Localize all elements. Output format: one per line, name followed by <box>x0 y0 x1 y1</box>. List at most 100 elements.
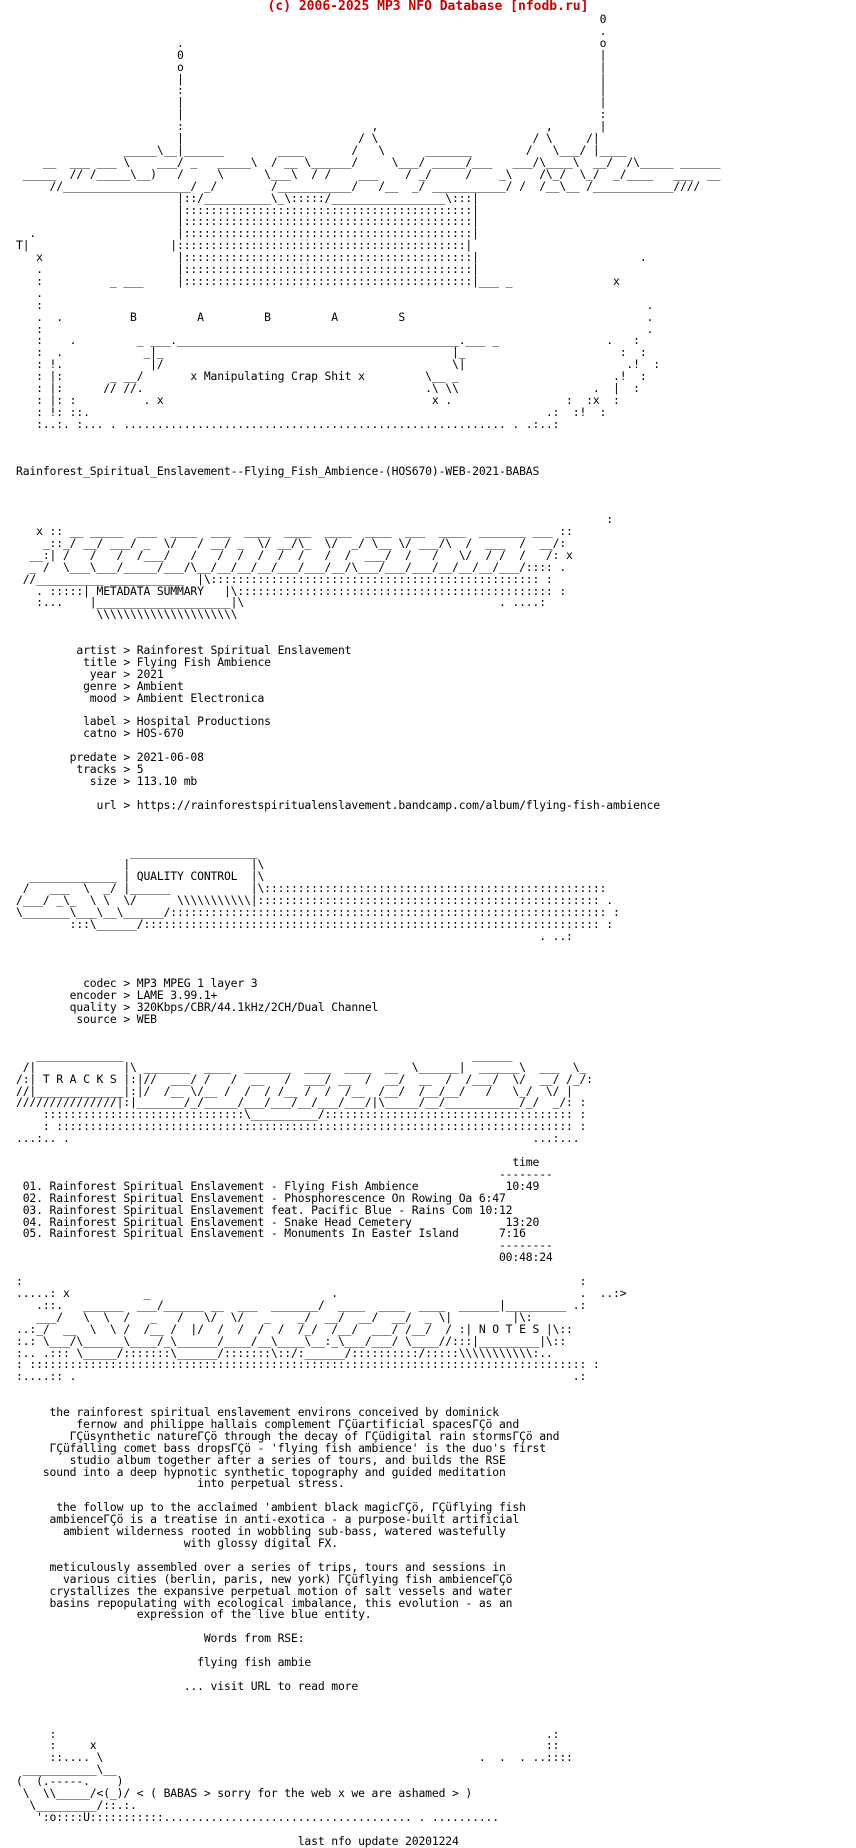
nfo-line <box>16 943 720 955</box>
nfo-line: \_______\___\__\______/:::::::::::::::::… <box>16 904 620 919</box>
nfo-line: 05. Rainforest Spiritual Enslavement - M… <box>16 1226 526 1241</box>
nfo-line: ..:_/ __ \ \ / /__ / |/ / / / / /_/ /__/… <box>16 1321 573 1336</box>
nfo-line: x |:::::::::::::::::::::::::::::::::::::… <box>16 250 647 265</box>
nfo-line: |::/__________\_\:::::/_________________… <box>16 190 479 205</box>
nfo-line: \\\\\\\\\\\\\\\\\\\\\ <box>16 607 238 622</box>
nfo-line: encoder > LAME 3.99.1+ <box>16 988 218 1003</box>
nfo-line: : <box>16 512 613 527</box>
nfo-line: /___/ _\_ \ \ \/ \\\\\\\\\\\|:::::::::::… <box>16 893 613 908</box>
nfo-line: /| |\ _______ ____ _______ ____ ____ __ … <box>16 1059 587 1074</box>
nfo-line: ___/ \ \ / _ / \/ \/ _ _/ __/ __/ __/ _ … <box>16 1309 533 1324</box>
nfo-line: _____ // /_____\__) / \ \___\ / / ___ / … <box>16 166 721 181</box>
nfo-line: Rainforest_Spiritual_Enslavement--Flying… <box>16 464 540 479</box>
nfo-text-body: 0 . . o <box>16 12 721 1848</box>
nfo-line: /:| T R A C K S |:|// ___/ / / __ / ___/… <box>16 1071 593 1086</box>
nfo-line: ГÇüfalling comet bass dropsГÇö - 'flying… <box>16 1440 547 1455</box>
nfo-line <box>16 955 720 967</box>
nfo-line: |:::::::::::::::::::::::::::::::::::::::… <box>16 202 479 217</box>
nfo-line: ::.... \ . . . ..:::: <box>16 1750 573 1765</box>
nfo-line: | : <box>16 107 607 122</box>
nfo-line: | / \ / \ /| <box>16 131 600 146</box>
nfo-line: . |:::::::::::::::::::::::::::::::::::::… <box>16 262 640 277</box>
nfo-line: ГÇüsynthetic natureГÇö through the decay… <box>16 1428 560 1443</box>
nfo-line: size > 113.10 mb <box>16 774 198 788</box>
nfo-line: :....:: . .: <box>16 1369 587 1384</box>
nfo-line: the rainforest spiritual enslavement env… <box>16 1405 500 1420</box>
nfo-line: . o <box>16 35 607 50</box>
nfo-line: | | <box>16 71 607 86</box>
nfo-line: : ::::::::::::::::::::::::::::::::::::::… <box>16 1119 587 1134</box>
nfo-line <box>16 812 720 824</box>
nfo-line: . . B A B A S . <box>16 309 654 324</box>
nfo-line: basins repopulating with ecological imba… <box>16 1595 513 1610</box>
nfo-line <box>16 621 720 633</box>
nfo-line: : |: // //. .\ \\ . | : <box>16 381 640 396</box>
nfo-line: : . _|_ |_ : : <box>16 345 647 360</box>
nfo-line: \_________/::.:. <box>16 1797 137 1812</box>
nfo-line: sound into a deep hypnotic synthetic top… <box>16 1464 506 1479</box>
nfo-line: with glossy digital FX. <box>16 1536 338 1550</box>
nfo-line <box>16 1824 720 1836</box>
nfo-line: \ \\_____/<(_)/ < ( BABAS > sorry for th… <box>16 1786 473 1801</box>
nfo-line: crystallizes the expansive perpetual mot… <box>16 1583 513 1598</box>
nfo-line: / ___ \ _/ |______ |\:::::::::::::::::::… <box>16 881 607 896</box>
nfo-line: url > https://rainforestspiritualenslave… <box>16 797 660 812</box>
nfo-line: ambienceГÇö is a treatise in anti-exotic… <box>16 1512 520 1527</box>
nfo-line: flying fish ambie <box>16 1655 312 1670</box>
nfo-line <box>16 1383 720 1395</box>
nfo-line: fernow and philippe hallais complement Г… <box>16 1416 520 1431</box>
nfo-line: _____\__|______ ____ / \ _______ / \___/… <box>16 142 627 157</box>
nfo-line: into perpetual stress. <box>16 1476 345 1491</box>
nfo-line: : x :: <box>16 1738 560 1753</box>
nfo-line: o | <box>16 59 607 74</box>
nfo-line: : . _ ___.______________________________… <box>16 333 640 348</box>
nfo-line: 02. Rainforest Spiritual Enslavement - P… <box>16 1190 506 1205</box>
nfo-line: predate > 2021-06-08 <box>16 750 204 765</box>
nfo-line: tracks > 5 <box>16 762 144 777</box>
nfo-line: //___________________/ _/ /___________/ … <box>16 178 701 193</box>
nfo-line: year > 2021 <box>16 666 164 681</box>
nfo-line: : |: _ __/ x Manipulating Crap Shit x \_… <box>16 369 647 384</box>
nfo-line: the follow up to the acclaimed 'ambient … <box>16 1500 526 1515</box>
nfo-line: ambient wilderness rooted in wobbling su… <box>16 1524 506 1539</box>
nfo-line: :::\______/:::::::::::::::::::::::::::::… <box>16 916 613 931</box>
nfo-line <box>16 478 720 490</box>
nfo-line: :.: \___/\______\____/_\______/____/__\_… <box>16 1333 567 1348</box>
nfo-line: 01. Rainforest Spiritual Enslavement - F… <box>16 1178 540 1193</box>
nfo-line: :... |____________________|\ . ....: <box>16 595 546 610</box>
nfo-line: _____________ | QUALITY CONTROL |\ <box>16 869 265 884</box>
nfo-line: genre > Ambient <box>16 678 184 693</box>
nfo-line: |:::::::::::::::::::::::::::::::::::::::… <box>16 214 479 229</box>
nfo-line: mood > Ambient Electronica <box>16 690 265 705</box>
nfo-line: //|_____________|:|/ /__ \/__ / / / /__ … <box>16 1083 573 1098</box>
nfo-line: :..:. :... . ...........................… <box>16 416 560 431</box>
nfo-line: T| |::::::::::::::::::::::::::::::::::::… <box>16 238 473 253</box>
nfo-line: :.. .::: \_____/:::::::\______/:::::::\:… <box>16 1345 553 1360</box>
nfo-line: __ ___ ___ \ ___/ _ _____\ / __ \______/… <box>16 154 721 169</box>
nfo-line: . |:::::::::::::::::::::::::::::::::::::… <box>16 226 479 241</box>
nfo-line: various cities (berlin, paris, new york)… <box>16 1571 513 1586</box>
nfo-line: : !: ::. .: :! : <box>16 404 607 419</box>
nfo-line: . ..: <box>16 928 573 943</box>
nfo-line <box>16 1705 720 1717</box>
nfo-line: : . <box>16 297 654 312</box>
nfo-line: : | <box>16 83 607 98</box>
nfo-line: : ::::::::::::::::::::::::::::::::::::::… <box>16 1357 600 1372</box>
nfo-line: : . <box>16 321 654 336</box>
nfo-line: codec > MP3 MPEG 1 layer 3 <box>16 976 258 991</box>
nfo-line: x :: __ _____ ___ ____ ___ ____ ____ ___… <box>16 523 573 538</box>
nfo-line: ( (.-----. ) <box>16 1774 124 1789</box>
nfo-line: : .: <box>16 1726 560 1741</box>
nfo-line: : !. |/ \| .! : <box>16 357 660 372</box>
nfo-line: .::. ______ ___/______ __ ___ _______/ _… <box>16 1297 587 1312</box>
nfo-line: . <box>16 285 640 300</box>
nfo-line: ... visit URL to read more <box>16 1678 359 1693</box>
nfo-line: ///////////////|:|_______/_/_____/___/__… <box>16 1095 587 1110</box>
nfo-line: | | <box>16 95 607 110</box>
nfo-line <box>16 1026 720 1038</box>
nfo-line: expression of the live blue entity. <box>16 1607 372 1622</box>
nfo-line: __:| / / / /___/ / / / / / / / / ___/ / … <box>16 547 573 562</box>
nfo-line: ...:.. . ...:... <box>16 1131 580 1146</box>
nfo-line: 03. Rainforest Spiritual Enslavement fea… <box>16 1202 513 1217</box>
nfo-line: 0 <box>16 12 607 26</box>
